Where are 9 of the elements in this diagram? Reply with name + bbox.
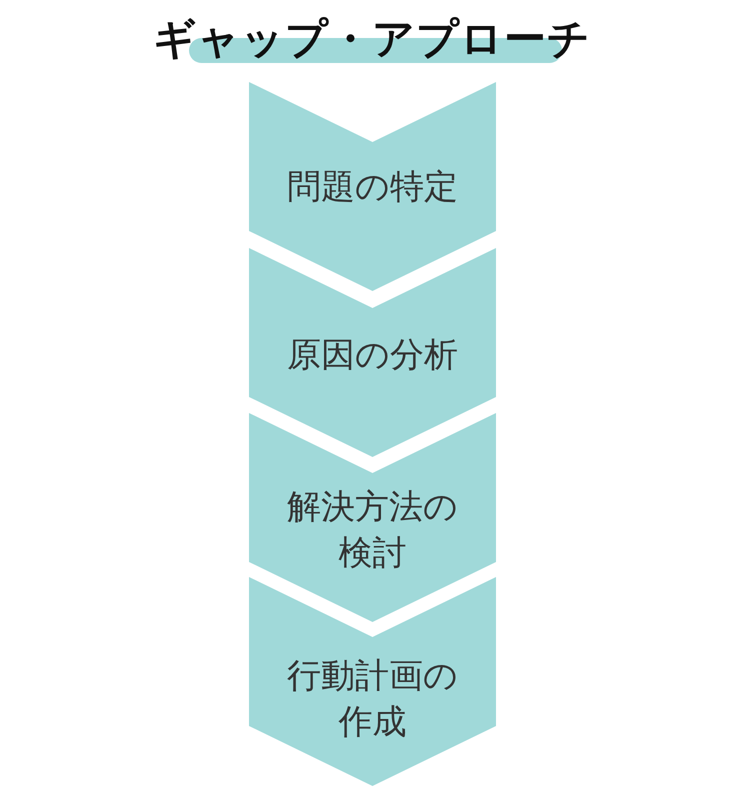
step-label: 解決方法の検討	[286, 486, 459, 575]
step-label: 問題の特定	[286, 166, 459, 209]
step-label: 行動計画の作成	[286, 655, 459, 744]
step-label: 原因の分析	[286, 334, 459, 377]
title: ギャップ・アプローチ	[153, 17, 591, 61]
chevron-step	[249, 248, 496, 457]
chevron-step	[249, 82, 496, 291]
chevron-step	[249, 413, 496, 622]
chevron-step	[249, 577, 496, 786]
